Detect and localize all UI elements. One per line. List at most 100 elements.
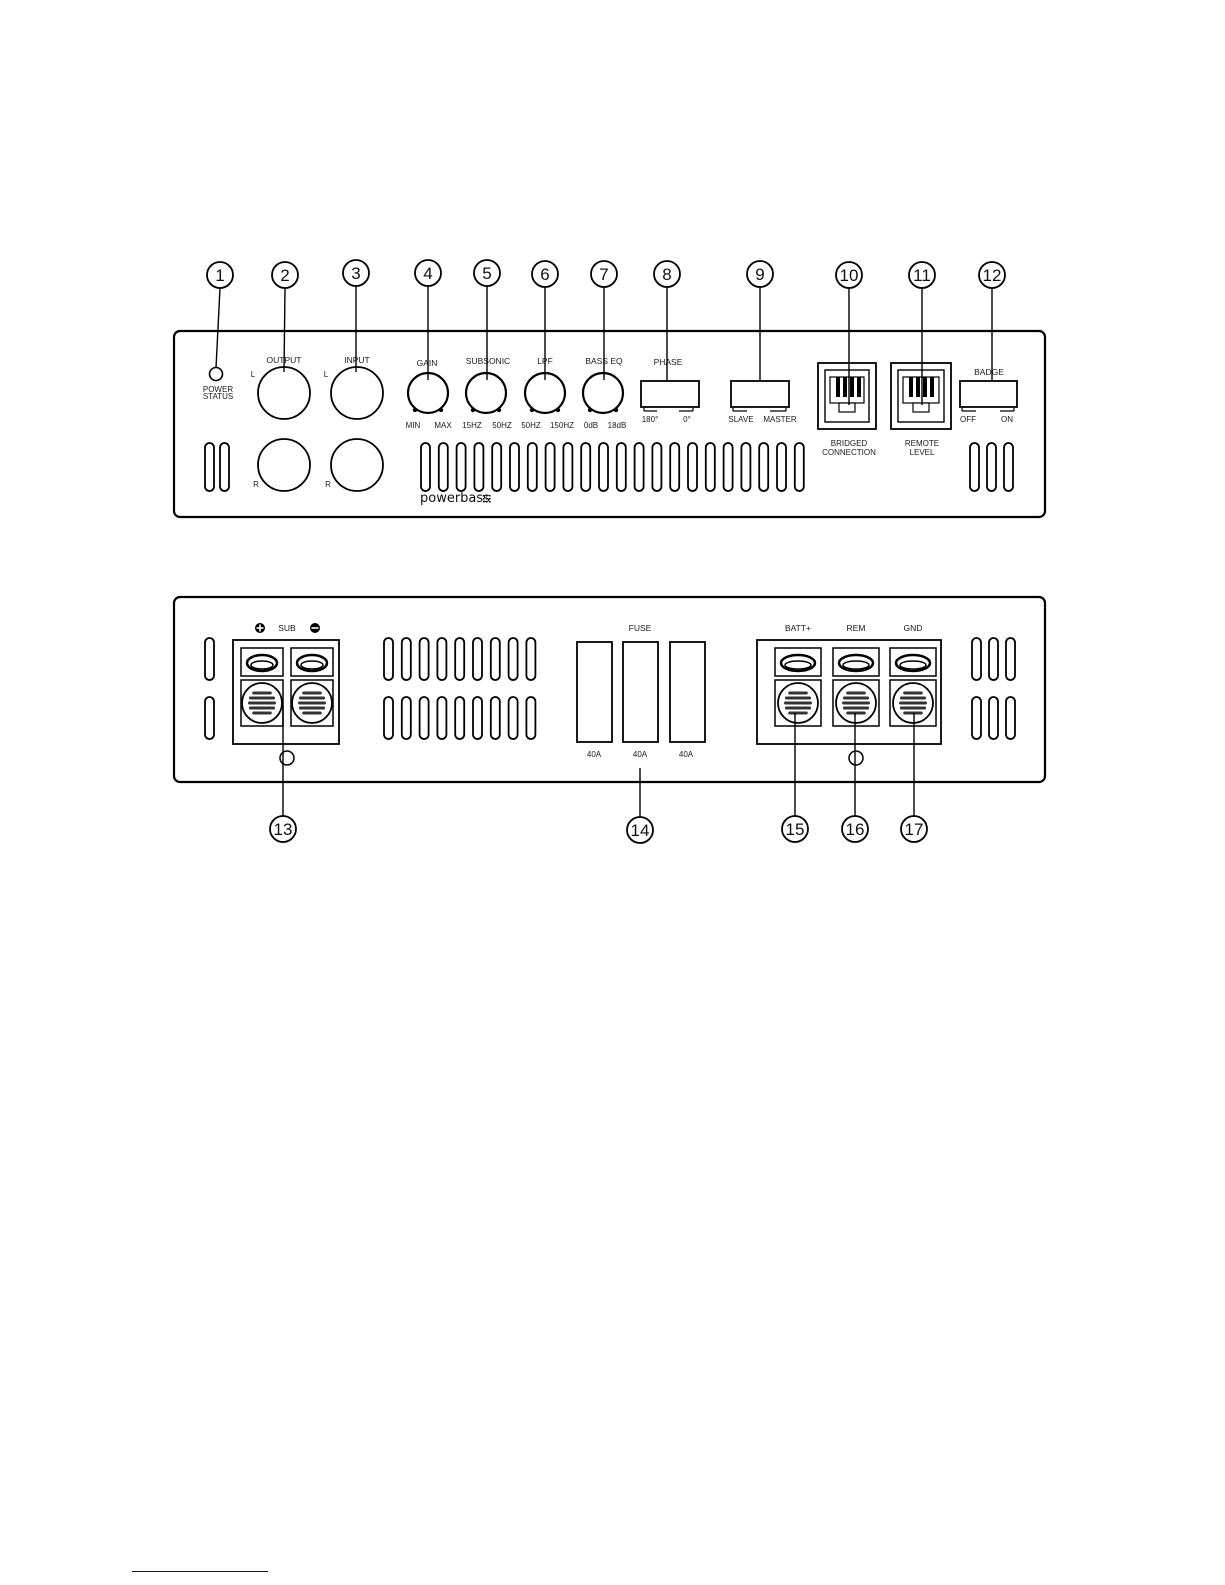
callout-number: 17 (905, 820, 924, 839)
vent-slot (437, 697, 446, 739)
vent-slot (205, 638, 214, 680)
input-r-jack (331, 439, 383, 491)
rem-label: REM (847, 623, 866, 633)
vent-slot (1006, 697, 1015, 739)
remote-label: REMOTE (905, 439, 939, 448)
fuse-3 (670, 642, 705, 742)
input-l-label: L (324, 370, 329, 379)
sub-label: SUB (278, 623, 296, 633)
bass-eq-max-label: 18dB (608, 421, 627, 430)
vent-slot (220, 443, 229, 491)
vent-slot (617, 443, 626, 491)
vent-slot (1004, 443, 1013, 491)
callout-number: 15 (786, 820, 805, 839)
fuse-rating-2: 40A (633, 750, 648, 759)
vent-slot (510, 443, 519, 491)
output-r-jack (258, 439, 310, 491)
vent-slot (972, 638, 981, 680)
callout-number: 12 (983, 266, 1002, 285)
subsonic-max-label: 50HZ (492, 421, 512, 430)
callout-number: 11 (913, 266, 931, 285)
vent-slot (509, 697, 518, 739)
output-l-label: L (251, 370, 256, 379)
vent-slot (972, 697, 981, 739)
vent-slot (420, 638, 429, 680)
vent-slot (455, 638, 464, 680)
vent-slot (670, 443, 679, 491)
vent-slot (563, 443, 572, 491)
vent-slot (455, 697, 464, 739)
fuse-1 (577, 642, 612, 742)
vent-slot (599, 443, 608, 491)
subsonic-knob (466, 373, 506, 413)
top-panel: POWER STATUS OUTPUT L R INPUT L R GAIN M… (174, 331, 1045, 517)
vent-slot (989, 697, 998, 739)
mode-slave-label: SLAVE (728, 415, 753, 424)
vent-slot (970, 443, 979, 491)
badge-switch (960, 381, 1017, 407)
vent-slot (1006, 638, 1015, 680)
input-label: INPUT (344, 355, 370, 365)
gnd-label: GND (904, 623, 923, 633)
callout-number: 8 (662, 265, 671, 284)
vent-slot (795, 443, 804, 491)
vent-slot (492, 443, 501, 491)
remote-label-2: LEVEL (910, 448, 935, 457)
vent-slot (526, 697, 535, 739)
callout-number: 3 (351, 264, 360, 283)
input-l-jack (331, 367, 383, 419)
vent-slot (777, 443, 786, 491)
lpf-max-label: 150HZ (550, 421, 574, 430)
vent-slot (652, 443, 661, 491)
fuse-rating-1: 40A (587, 750, 602, 759)
vent-slot (474, 443, 483, 491)
fuse-label: FUSE (629, 623, 652, 633)
bridged-label-2: CONNECTION (822, 448, 876, 457)
gain-max-label: MAX (434, 421, 452, 430)
vent-slot (205, 443, 214, 491)
gain-min-label: MIN (406, 421, 421, 430)
callout-number: 2 (280, 266, 289, 285)
vent-slot (384, 638, 393, 680)
vent-slot (724, 443, 733, 491)
output-r-label: R (253, 480, 259, 489)
callout-number: 10 (840, 266, 859, 285)
callout-number: 16 (846, 820, 865, 839)
input-r-label: R (325, 480, 331, 489)
badge-on-label: ON (1001, 415, 1013, 424)
vent-slot (491, 638, 500, 680)
callout-number: 6 (540, 265, 549, 284)
callout-leader (284, 288, 285, 372)
badge-off-label: OFF (960, 415, 976, 424)
vent-slot (546, 443, 555, 491)
callout-number: 5 (482, 264, 491, 283)
lpf-min-label: 50HZ (521, 421, 541, 430)
phase-180-label: 180° (642, 415, 659, 424)
brand-logo-dots (483, 495, 491, 503)
vent-slot (439, 443, 448, 491)
top-vents-right (970, 443, 1013, 491)
callout-number: 7 (599, 265, 608, 284)
subsonic-label: SUBSONIC (466, 356, 510, 366)
vent-slot (688, 443, 697, 491)
output-l-jack (258, 367, 310, 419)
brand-logo-text: powerbass (420, 491, 490, 506)
vent-slot (635, 443, 644, 491)
vent-slot (989, 638, 998, 680)
footer-rule (132, 1571, 268, 1572)
mount-hole-sub (280, 751, 294, 765)
vent-slot (473, 697, 482, 739)
vent-slot (205, 697, 214, 739)
phase-label: PHASE (654, 357, 683, 367)
vent-slot (420, 697, 429, 739)
fuse-rating-3: 40A (679, 750, 694, 759)
callout-number: 13 (274, 820, 293, 839)
vent-slot (491, 697, 500, 739)
badge-label: BADGE (974, 367, 1004, 377)
gain-label: GAIN (417, 358, 438, 368)
mount-hole-power (849, 751, 863, 765)
callout-number: 1 (215, 266, 224, 285)
callout-number: 14 (631, 821, 650, 840)
vent-slot (421, 443, 430, 491)
subsonic-min-label: 15HZ (462, 421, 482, 430)
